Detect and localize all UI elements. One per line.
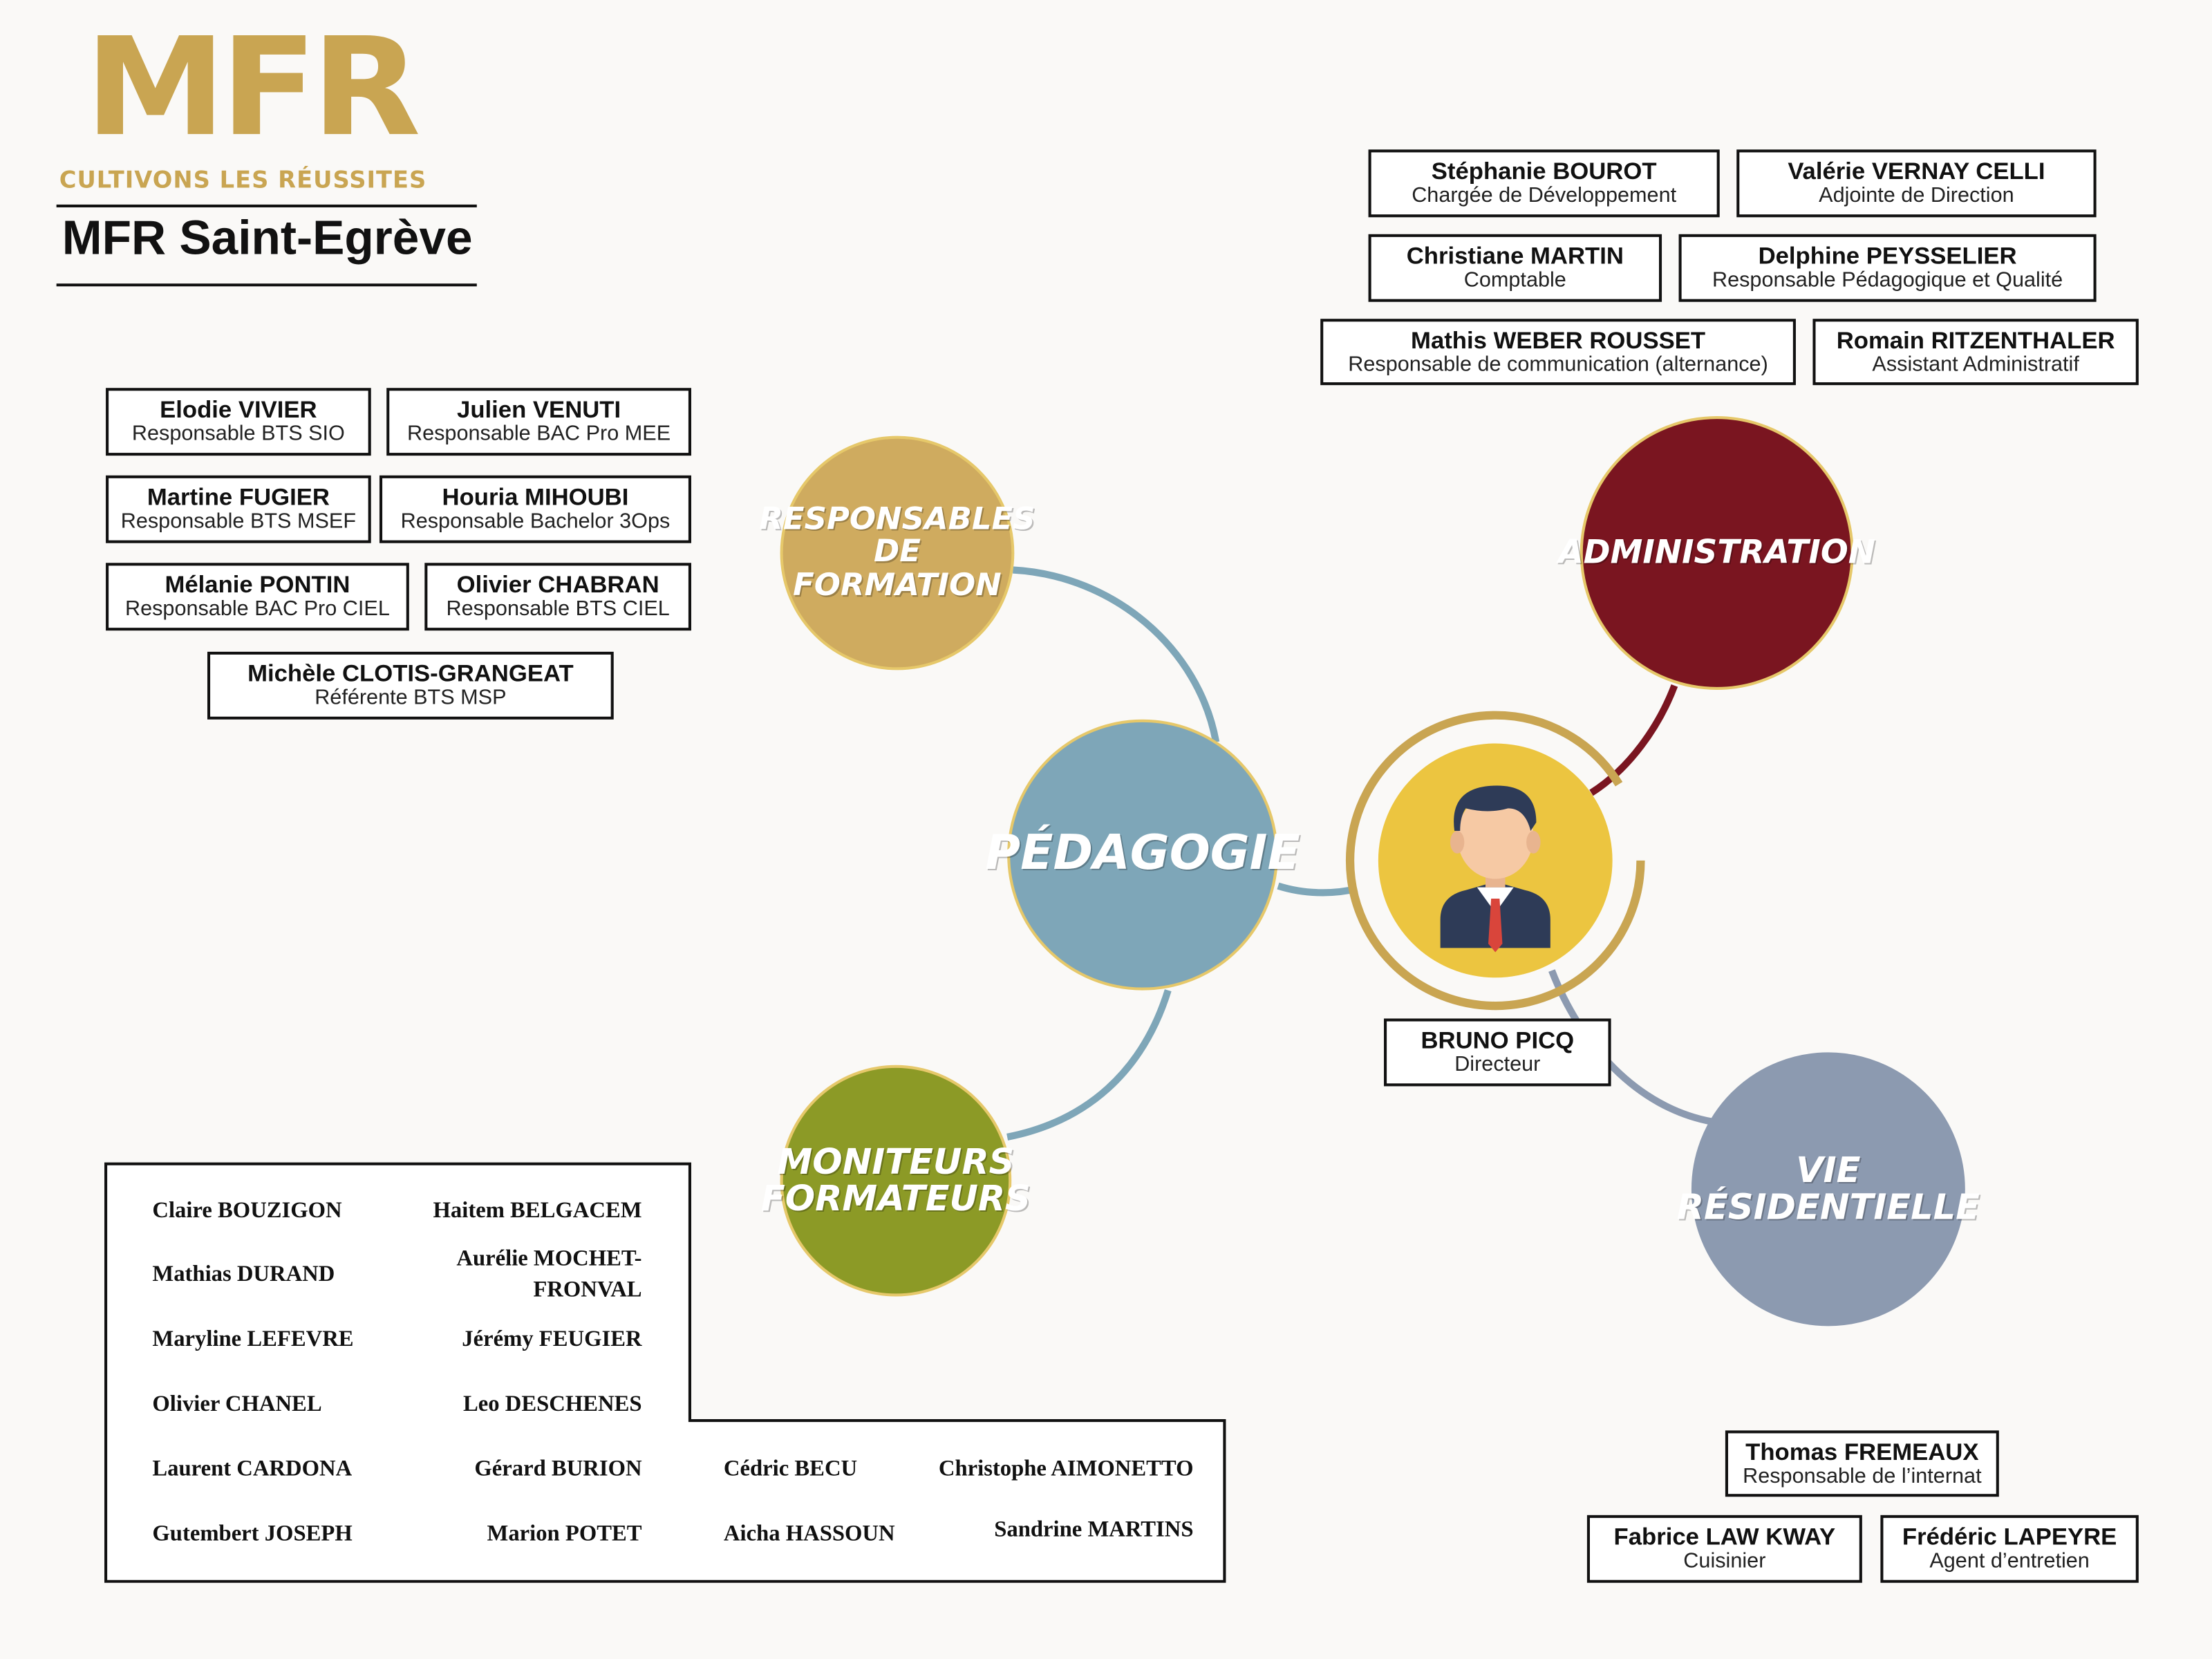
moniteur-name: Claire BOUZIGON (152, 1199, 342, 1224)
moniteur-name: Sandrine MARTINS (994, 1517, 1194, 1542)
moniteur-name: Laurent CARDONA (152, 1457, 353, 1481)
moniteur-name: Haitem BELGACEM (433, 1199, 642, 1224)
group-pedagogie: PÉDAGOGIE (985, 719, 1300, 991)
moniteur-name: Gutembert JOSEPH (152, 1522, 353, 1546)
connector-pedagogie-director (1277, 882, 1358, 897)
connector-responsables-pedagogie (1013, 566, 1220, 743)
moniteur-name: Mathias DURAND (152, 1262, 335, 1287)
logo-tagline: CULTIVONS LES RÉUSSITES (59, 166, 427, 194)
moniteur-name: Gérard BURION (474, 1457, 642, 1481)
connector-director-administration (1589, 684, 1678, 796)
connector-pedagogie-moniteurs (1006, 989, 1172, 1141)
divider (56, 283, 477, 287)
connector-director-vie (1548, 969, 1712, 1125)
group-administration: ADMINISTRATION (1558, 416, 1875, 690)
moniteur-name: Cédric BECU (723, 1457, 858, 1481)
moniteur-name: Aurélie MOCHET-FRONVAL (456, 1247, 642, 1302)
director-ring (1345, 711, 1645, 1011)
moniteur-name: Leo DESCHENES (462, 1392, 642, 1416)
moniteur-name: Olivier CHANEL (152, 1392, 322, 1416)
moniteur-name: Marion POTET (487, 1522, 642, 1546)
moniteurs-list-frame (104, 1162, 1226, 1583)
moniteur-name: Maryline LEFEVRE (152, 1327, 354, 1352)
site-title: MFR Saint-Egrève (62, 212, 473, 265)
mfr-logo: MFR (84, 8, 420, 167)
director-avatar (1378, 743, 1613, 978)
moniteur-name: Aicha HASSOUN (723, 1522, 895, 1546)
businessman-avatar-icon (1440, 785, 1550, 953)
moniteur-name: Jérémy FEUGIER (462, 1327, 642, 1352)
divider (56, 204, 477, 207)
moniteur-name: Christophe AIMONETTO (938, 1457, 1194, 1481)
